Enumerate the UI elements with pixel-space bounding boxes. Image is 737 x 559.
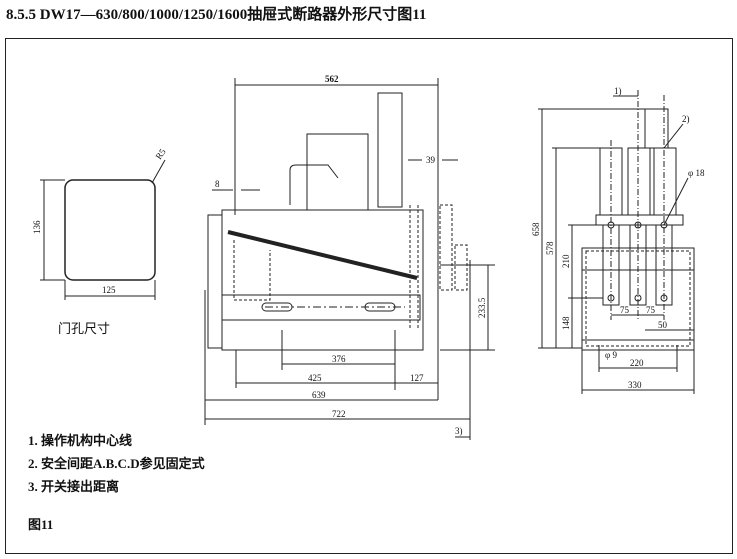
dim-425: 425 <box>308 373 322 383</box>
dim-136: 136 <box>32 220 42 234</box>
dim-50: 50 <box>658 320 668 330</box>
ref-3: 3) <box>455 426 463 436</box>
drawing-frame <box>5 38 733 554</box>
dim-220: 220 <box>630 358 644 368</box>
ref-2: 2) <box>682 114 690 124</box>
dim-75-right: 75 <box>646 305 656 315</box>
door-hole-view: 136 125 R5 <box>32 146 168 300</box>
dim-phi9: φ 9 <box>605 350 617 360</box>
dim-210: 210 <box>561 254 571 268</box>
note-3: 3. 开关接出距离 <box>28 479 120 494</box>
note-2: 2. 安全间距A.B.C.D参见固定式 <box>28 456 205 471</box>
dim-75-left: 75 <box>620 305 630 315</box>
side-view: 562 39 8 376 425 127 639 722 233.5 3) <box>204 74 495 440</box>
dim-722: 722 <box>332 409 346 419</box>
dim-658: 658 <box>531 222 541 236</box>
page-title: 8.5.5 DW17—630/800/1000/1250/1600抽屉式断路器外… <box>6 7 427 23</box>
dim-127: 127 <box>410 373 424 383</box>
ref-1: 1) <box>614 86 622 96</box>
dim-330: 330 <box>628 380 642 390</box>
dim-phi18: φ 18 <box>688 168 705 178</box>
door-hole-caption: 门孔尺寸 <box>58 322 111 337</box>
note-1: 1. 操作机构中心线 <box>28 433 133 448</box>
dim-r5: R5 <box>153 146 168 161</box>
dim-233-5: 233.5 <box>477 297 487 318</box>
dim-639: 639 <box>312 390 326 400</box>
dim-148: 148 <box>561 316 571 330</box>
dim-39: 39 <box>426 155 436 165</box>
dim-8: 8 <box>215 179 220 189</box>
figure-label: 图11 <box>28 517 54 532</box>
front-view: 658 578 210 148 75 75 50 220 330 φ 18 φ … <box>531 86 705 394</box>
door-hole-outline <box>64 179 156 281</box>
dim-376: 376 <box>332 354 346 364</box>
dim-578: 578 <box>545 241 555 255</box>
dim-562: 562 <box>325 74 339 84</box>
dim-125: 125 <box>102 285 116 295</box>
